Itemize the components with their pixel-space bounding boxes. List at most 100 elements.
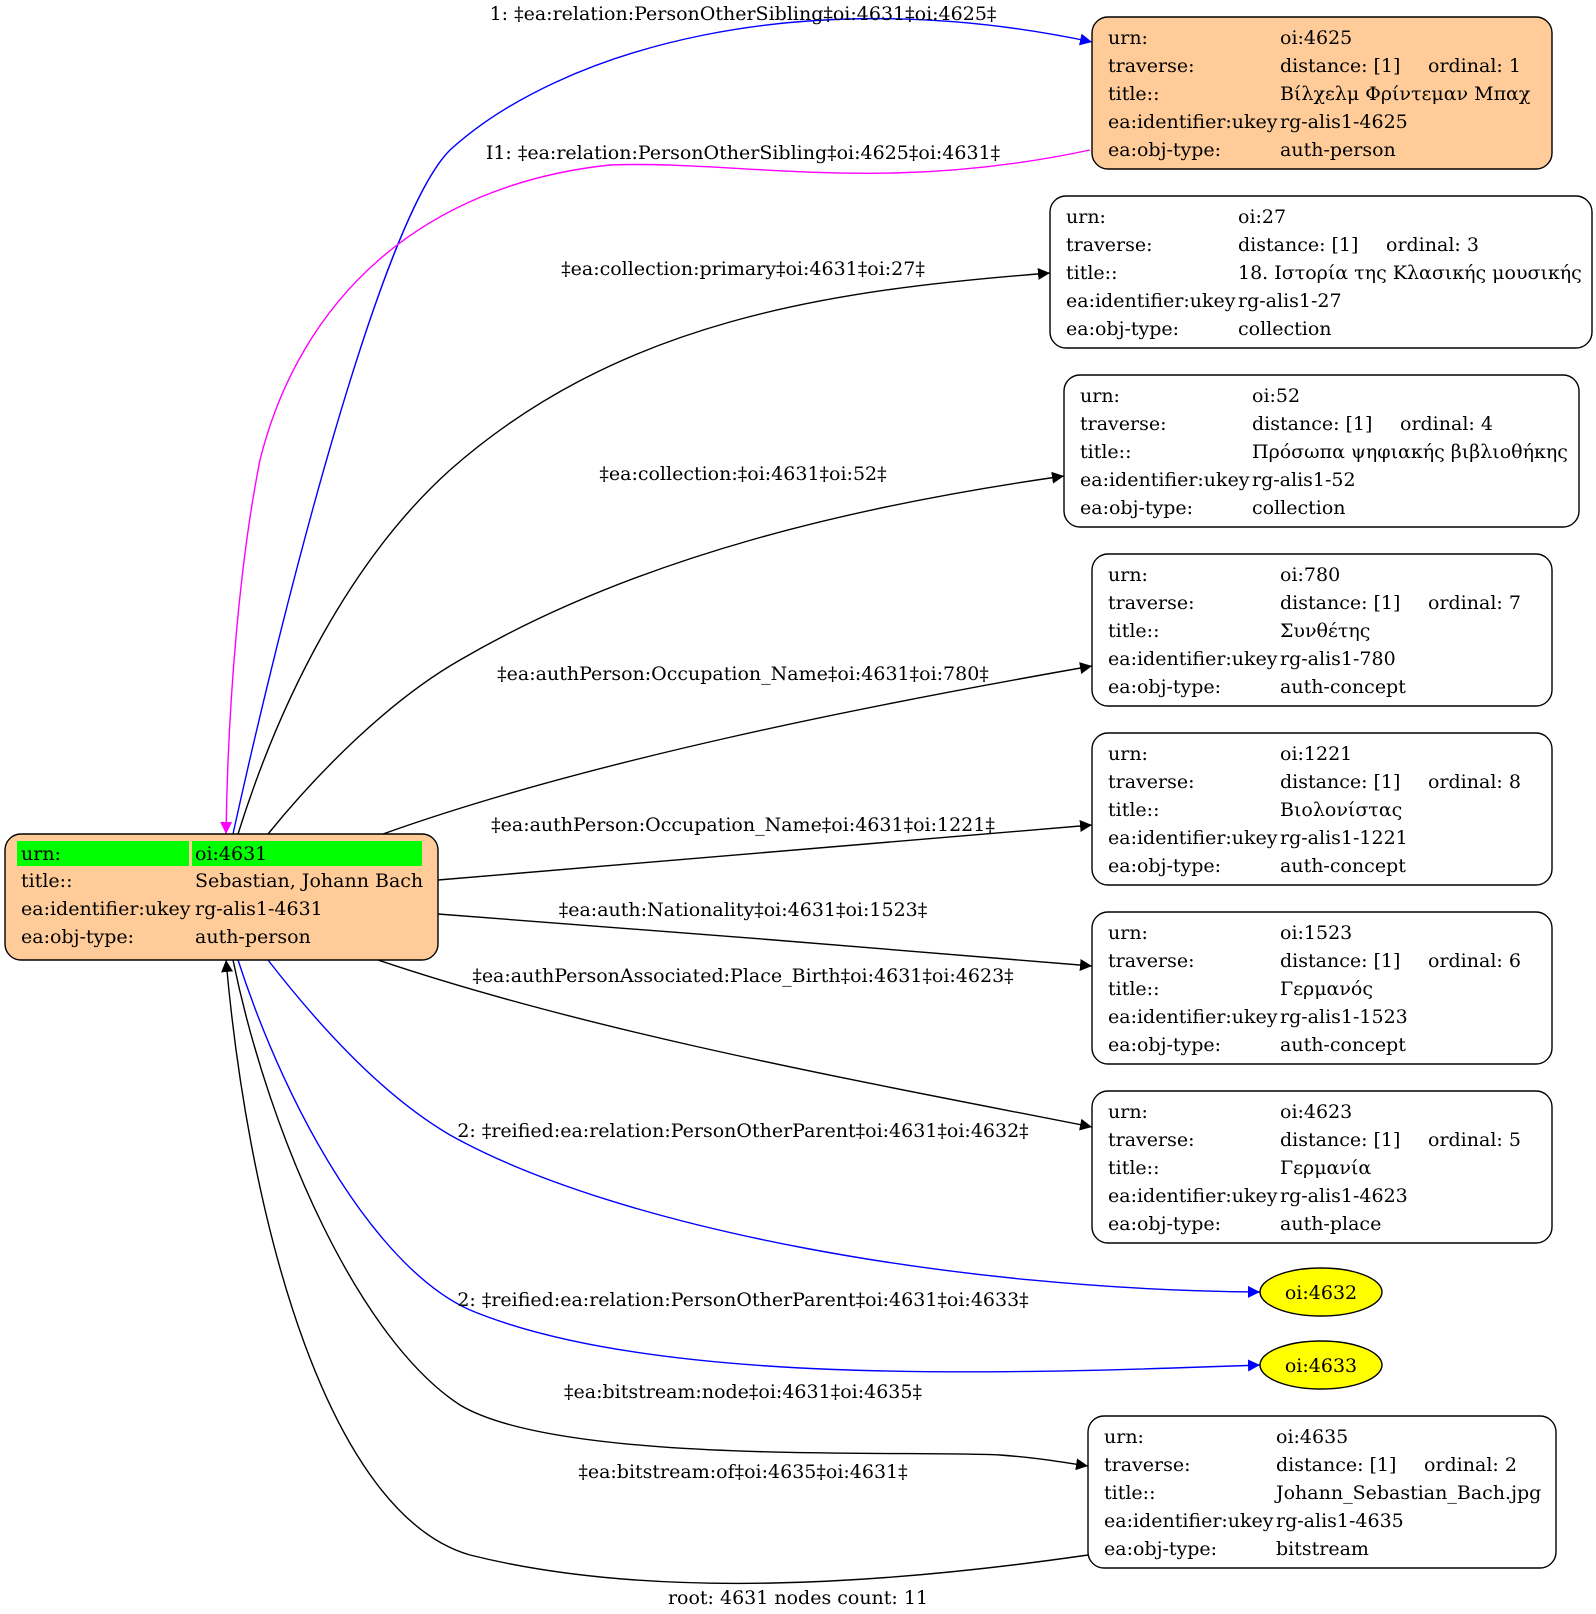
record-row-ordinal: ordinal: 7 <box>1428 592 1521 614</box>
record-row-ukey-value: rg-alis1-780 <box>1280 648 1396 670</box>
record-row-ordinal: ordinal: 1 <box>1428 55 1521 77</box>
record-row-ukey-value: rg-alis1-4623 <box>1280 1185 1408 1207</box>
record-row-ukey-key: ea:identifier:ukey <box>1108 1185 1278 1207</box>
edge-label: 2: ‡reified:ea:relation:PersonOtherParen… <box>457 1289 1028 1311</box>
edge-label: 1: ‡ea:relation:PersonOtherSibling‡oi:46… <box>490 3 997 25</box>
edge-label: ‡ea:authPerson:Occupation_Name‡oi:4631‡o… <box>497 663 989 685</box>
record-row-objtype-value: auth-concept <box>1280 676 1406 698</box>
root-node[interactable]: urn: oi:4631 title:: Sebastian, Johann B… <box>4 833 439 961</box>
record-row-traverse-key: traverse: <box>1108 55 1195 77</box>
root-row-ukey-key: ea:identifier:ukey <box>21 898 191 920</box>
record-row-title-key: title:: <box>1108 799 1159 821</box>
record-node-box <box>1091 732 1553 886</box>
record-row-objtype-key: ea:obj-type: <box>1104 1538 1217 1560</box>
record-row-objtype-value: collection <box>1252 497 1346 519</box>
record-row-traverse-key: traverse: <box>1066 234 1153 256</box>
record-row-objtype-key: ea:obj-type: <box>1108 855 1221 877</box>
record-node-box <box>1091 911 1553 1065</box>
record-row-objtype-key: ea:obj-type: <box>1080 497 1193 519</box>
record-row-traverse-key: traverse: <box>1108 771 1195 793</box>
record-row-traverse-key: traverse: <box>1104 1454 1191 1476</box>
record-node-4623[interactable]: urn: oi:4623 traverse: distance: [1] ord… <box>1091 1090 1553 1244</box>
record-row-ukey-value: rg-alis1-4625 <box>1280 111 1408 133</box>
record-row-distance: distance: [1] <box>1252 413 1372 435</box>
record-row-objtype-key: ea:obj-type: <box>1108 676 1221 698</box>
edge-label: ‡ea:collection:primary‡oi:4631‡oi:27‡ <box>561 258 925 280</box>
root-row-urn-value: oi:4631 <box>195 843 267 865</box>
ellipse-node-4633[interactable]: oi:4633 <box>1259 1340 1383 1390</box>
record-row-urn-value: oi:4623 <box>1280 1101 1352 1123</box>
record-node-780[interactable]: urn: oi:780 traverse: distance: [1] ordi… <box>1091 553 1553 707</box>
record-row-objtype-value: auth-concept <box>1280 855 1406 877</box>
record-row-title-value: Γερμανία <box>1280 1157 1371 1179</box>
record-row-ordinal: ordinal: 4 <box>1400 413 1493 435</box>
ellipse-node-label: oi:4633 <box>1285 1355 1357 1377</box>
root-row-urn-key: urn: <box>21 843 61 865</box>
record-row-ukey-key: ea:identifier:ukey <box>1108 827 1278 849</box>
record-row-ukey-key: ea:identifier:ukey <box>1104 1510 1274 1532</box>
record-row-ordinal: ordinal: 8 <box>1428 771 1521 793</box>
record-row-objtype-value: auth-concept <box>1280 1034 1406 1056</box>
record-node-27[interactable]: urn: oi:27 traverse: distance: [1] ordin… <box>1049 195 1593 349</box>
ellipse-node-4632[interactable]: oi:4632 <box>1259 1267 1383 1317</box>
record-node-52[interactable]: urn: oi:52 traverse: distance: [1] ordin… <box>1063 374 1580 528</box>
record-row-objtype-value: collection <box>1238 318 1332 340</box>
record-node-box <box>1049 195 1593 349</box>
record-row-urn-key: urn: <box>1104 1426 1144 1448</box>
edge-4635-to-root <box>221 959 1089 1585</box>
record-row-urn-value: oi:4625 <box>1280 27 1352 49</box>
edge-root-to-1523 <box>437 913 1093 971</box>
edge-root-to-4623 <box>377 959 1093 1131</box>
record-row-title-key: title:: <box>1066 262 1117 284</box>
edge-label: ‡ea:authPerson:Occupation_Name‡oi:4631‡o… <box>491 814 995 836</box>
record-row-title-key: title:: <box>1104 1482 1155 1504</box>
record-row-urn-key: urn: <box>1108 743 1148 765</box>
root-row-title-value: Sebastian, Johann Bach <box>195 870 423 892</box>
root-row-objtype-key: ea:obj-type: <box>21 926 134 948</box>
record-row-ordinal: ordinal: 3 <box>1386 234 1479 256</box>
record-row-distance: distance: [1] <box>1280 592 1400 614</box>
record-node-1221[interactable]: urn: oi:1221 traverse: distance: [1] ord… <box>1091 732 1553 886</box>
record-row-urn-value: oi:27 <box>1238 206 1286 228</box>
record-node-4635[interactable]: urn: oi:4635 traverse: distance: [1] ord… <box>1087 1415 1557 1569</box>
edge-root-to-4633 <box>237 959 1261 1373</box>
record-row-ukey-key: ea:identifier:ukey <box>1066 290 1236 312</box>
record-node-1523[interactable]: urn: oi:1523 traverse: distance: [1] ord… <box>1091 911 1553 1065</box>
record-node-4625[interactable]: urn: oi:4625 traverse: distance: [1] ord… <box>1091 16 1553 170</box>
record-row-title-value: Συνθέτης <box>1280 620 1370 642</box>
edge-root-to-52 <box>267 471 1065 835</box>
record-row-traverse-key: traverse: <box>1080 413 1167 435</box>
record-row-urn-value: oi:4635 <box>1276 1426 1348 1448</box>
record-row-ordinal: ordinal: 2 <box>1424 1454 1517 1476</box>
root-row-ukey-value: rg-alis1-4631 <box>195 898 323 920</box>
record-row-objtype-key: ea:obj-type: <box>1108 139 1221 161</box>
record-row-urn-key: urn: <box>1108 27 1148 49</box>
record-row-ordinal: ordinal: 5 <box>1428 1129 1521 1151</box>
record-row-urn-key: urn: <box>1080 385 1120 407</box>
record-row-objtype-value: bitstream <box>1276 1538 1369 1560</box>
root-highlight-value <box>192 841 422 866</box>
record-row-ukey-value: rg-alis1-1221 <box>1280 827 1408 849</box>
root-row-objtype-value: auth-person <box>195 926 311 948</box>
record-row-distance: distance: [1] <box>1238 234 1358 256</box>
record-row-title-key: title:: <box>1108 978 1159 1000</box>
record-row-urn-key: urn: <box>1108 564 1148 586</box>
record-row-distance: distance: [1] <box>1280 771 1400 793</box>
record-row-title-value: Johann_Sebastian_Bach.jpg <box>1274 1482 1541 1504</box>
edge-label: ‡ea:bitstream:of‡oi:4635‡oi:4631‡ <box>578 1461 907 1483</box>
edge-label: ‡ea:collection:‡oi:4631‡oi:52‡ <box>599 463 886 485</box>
record-row-ordinal: ordinal: 6 <box>1428 950 1521 972</box>
record-row-urn-value: oi:1221 <box>1280 743 1352 765</box>
record-row-traverse-key: traverse: <box>1108 1129 1195 1151</box>
record-row-ukey-key: ea:identifier:ukey <box>1108 111 1278 133</box>
record-row-ukey-value: rg-alis1-4635 <box>1276 1510 1404 1532</box>
record-row-objtype-key: ea:obj-type: <box>1066 318 1179 340</box>
record-row-urn-key: urn: <box>1066 206 1106 228</box>
record-row-objtype-value: auth-place <box>1280 1213 1381 1235</box>
record-row-title-key: title:: <box>1080 441 1131 463</box>
record-row-title-value: 18. Ιστορία της Κλασικής μουσικής <box>1238 262 1582 284</box>
record-row-title-key: title:: <box>1108 1157 1159 1179</box>
root-row-title-key: title:: <box>21 870 72 892</box>
edge-root-to-4632 <box>267 959 1261 1298</box>
